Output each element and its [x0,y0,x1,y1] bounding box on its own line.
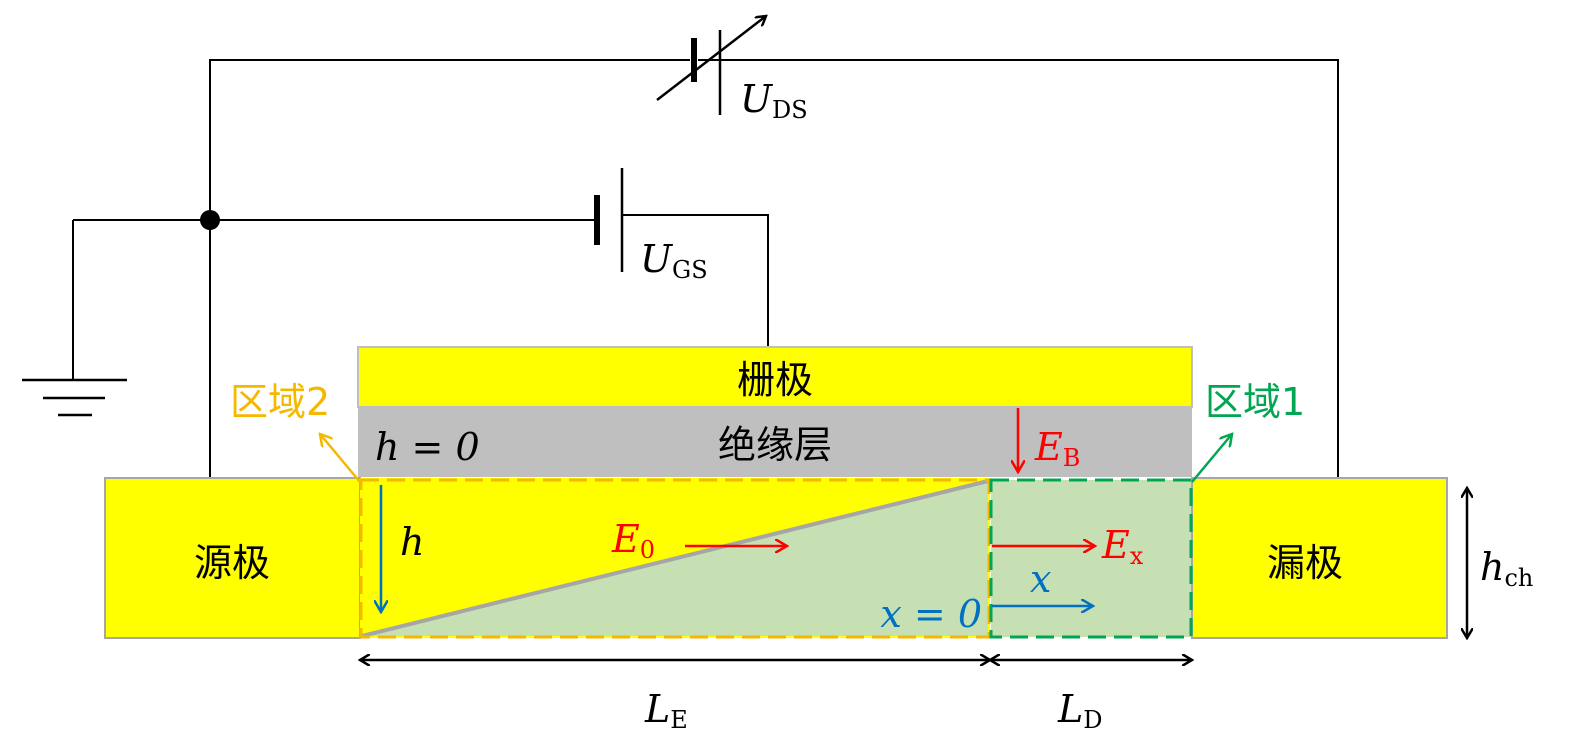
region1-label: 区域1 [1205,380,1305,424]
ugs-label: UGS [640,237,708,284]
gate-label: 栅极 [737,358,813,402]
eb-label: EB [1034,425,1080,472]
region1 [989,478,1193,639]
h-label: h [400,520,424,564]
x-zero-label: x = 0 [880,592,982,636]
junction-node [200,210,220,230]
circuit-wires [72,59,1339,478]
source-label: 源极 [194,541,270,585]
depletion-boundary [361,479,989,638]
region2-arrow [320,434,361,483]
le-label: LE [644,687,688,734]
drain-label: 漏极 [1267,541,1343,585]
region1-arrow [1191,434,1232,483]
ground-icon [22,378,127,417]
drain [1191,477,1448,639]
ugs-battery-icon [594,168,624,272]
uds-label: UDS [740,77,808,124]
insulator-layer [358,407,1192,477]
source [104,477,361,639]
hch-label: hch [1480,545,1533,592]
uds-battery-icon [656,16,766,115]
e0-label: E0 [611,517,655,564]
insulator-label: 绝缘层 [718,423,832,467]
ld-label: LD [1057,687,1102,734]
x-label: x [1030,557,1051,601]
region2-border [359,478,991,639]
region2-label: 区域2 [230,380,330,424]
ex-label: Ex [1101,523,1144,570]
h-zero-label: h = 0 [375,425,480,469]
